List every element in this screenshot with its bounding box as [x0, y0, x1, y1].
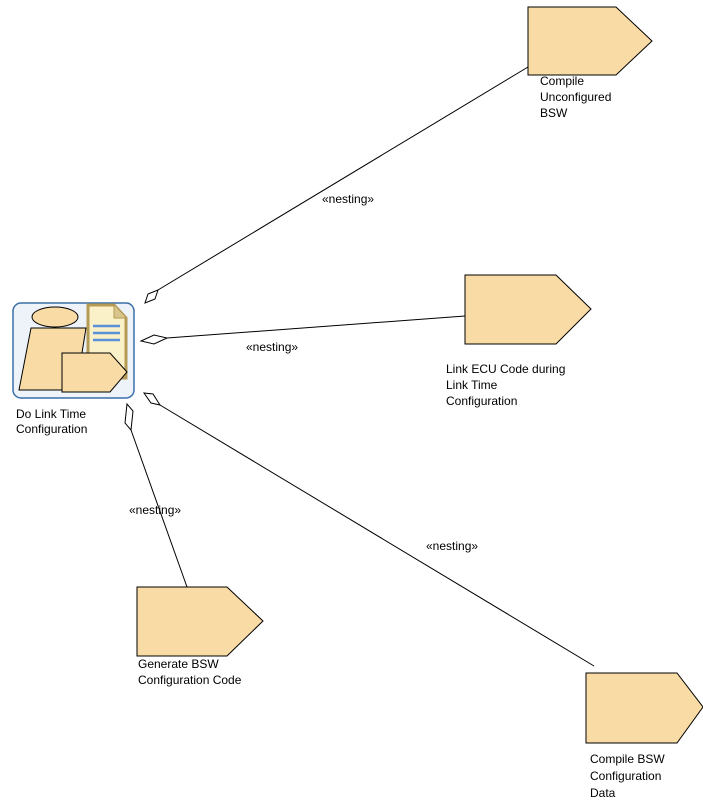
relation-to-link-ecu-code[interactable]: «nesting»	[139, 315, 466, 354]
task-label-line-3: Configuration	[446, 394, 517, 408]
relation-stereotype-label: «nesting»	[426, 539, 478, 553]
aggregation-diamond	[124, 402, 134, 432]
relation-stereotype-label: «nesting»	[246, 340, 298, 354]
task-label-line-1: Compile BSW	[590, 752, 665, 766]
task-label-line-3: BSW	[540, 106, 568, 120]
task-label-line-1: Generate BSW	[138, 657, 219, 671]
task-label-line-3: Data	[590, 786, 616, 800]
task-label-line-2: Unconfigured	[540, 90, 611, 104]
task-pentagon-shape	[527, 6, 653, 76]
task-label-line-2: Link Time	[446, 378, 498, 392]
task-pentagon-shape	[585, 672, 703, 744]
main-task-do-link-time-configuration[interactable]: Do Link Time Configuration	[12, 302, 135, 436]
relation-to-generate-bsw-config-code[interactable]: «nesting»	[124, 402, 188, 588]
task-label-line-1: Compile	[540, 74, 584, 88]
task-pentagon-shape	[464, 274, 592, 345]
main-task-label-line-2: Configuration	[16, 422, 87, 436]
task-compile-unconfigured-bsw[interactable]: Compile Unconfigured BSW	[527, 6, 653, 120]
relation-stereotype-label: «nesting»	[129, 503, 181, 517]
task-generate-bsw-config-code[interactable]: Generate BSW Configuration Code	[136, 586, 264, 687]
relation-to-compile-unconfigured-bsw[interactable]: «nesting»	[144, 66, 529, 304]
composite-task-icon	[18, 303, 128, 393]
main-task-label-line-1: Do Link Time	[16, 407, 86, 421]
task-compile-bsw-config-data[interactable]: Compile BSW Configuration Data	[585, 672, 703, 800]
aggregation-diamond	[144, 289, 159, 304]
task-label-line-1: Link ECU Code during	[446, 362, 565, 376]
relation-to-compile-bsw-config-data[interactable]: «nesting»	[142, 392, 595, 667]
aggregation-diamond	[139, 334, 169, 345]
task-pentagon-shape	[136, 586, 264, 657]
task-label-line-2: Configuration Code	[138, 673, 242, 687]
task-link-ecu-code[interactable]: Link ECU Code during Link Time Configura…	[446, 274, 592, 408]
aggregation-diamond	[142, 392, 162, 406]
relation-stereotype-label: «nesting»	[322, 192, 374, 206]
task-label-line-2: Configuration	[590, 769, 661, 783]
